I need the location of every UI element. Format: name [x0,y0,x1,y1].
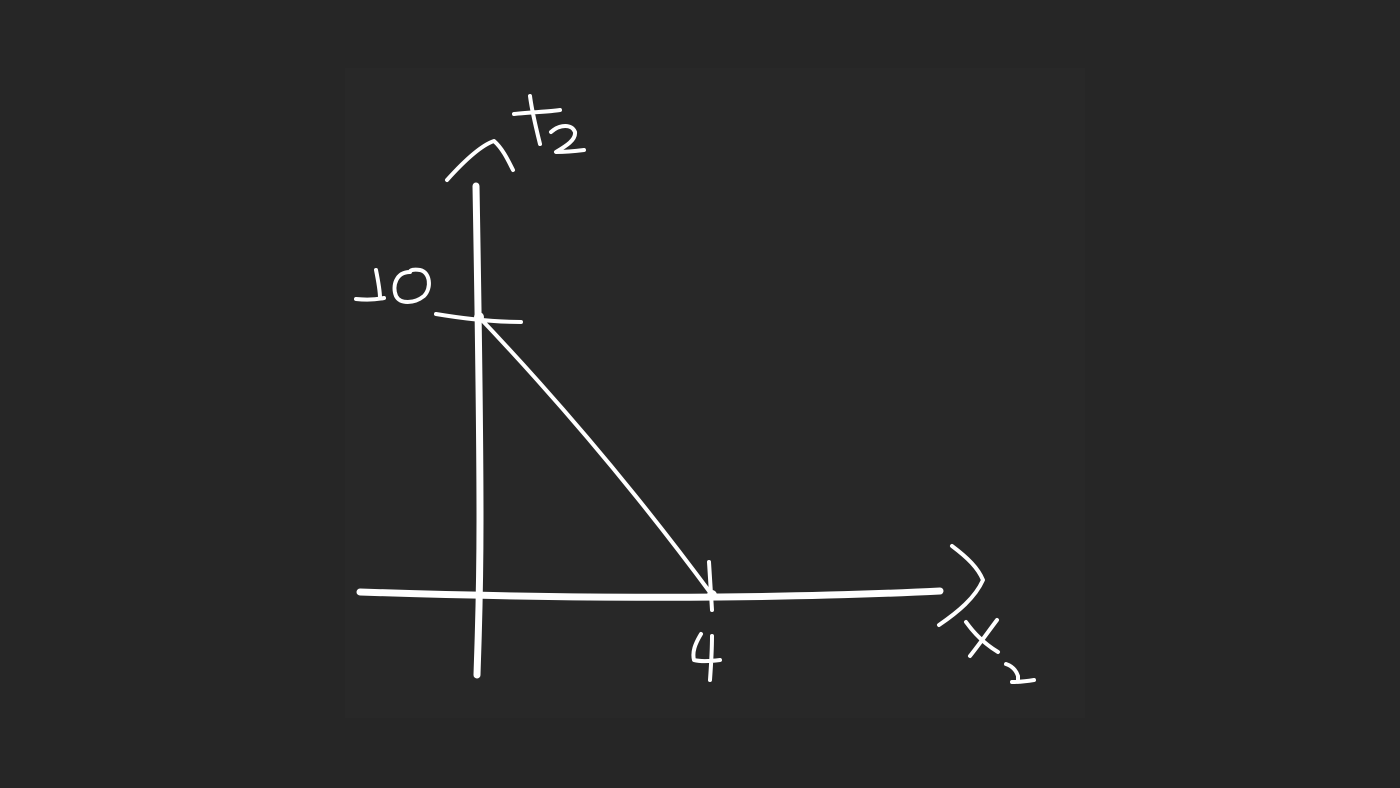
x2-axis-arrowhead [445,139,515,182]
x2-axis-line [472,182,484,679]
data-point-1 [707,590,717,600]
data-point-0 [474,312,484,322]
x1-axis-arrowhead [937,544,985,627]
y-tick-label: 10 [354,267,431,304]
x-tick-label: 4 [691,632,722,682]
svg-text:x₂: x₂ [520,139,522,141]
svg-text:x₁: x₁ [966,659,968,661]
x1-axis-line [356,587,944,601]
x1-axis-label: x₁ [964,618,1036,684]
x2-axis-label: x₂ [512,94,586,154]
x-tick-mark [707,560,714,612]
data-points [474,312,717,600]
series-line [477,315,714,597]
